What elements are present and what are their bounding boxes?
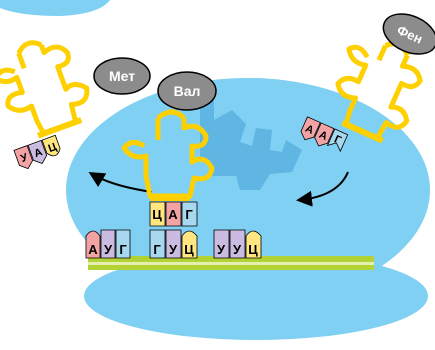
right-anticodon-base-3: Г xyxy=(332,133,343,147)
mrna-highlight xyxy=(88,262,374,265)
mrna-base-2-label: У xyxy=(104,242,113,257)
mrna-base-6-label: Ц xyxy=(184,242,194,257)
mrna-base-1-label: А xyxy=(88,242,98,257)
mrna-base-4-label: Г xyxy=(153,242,161,257)
mrna-base-9 xyxy=(245,230,262,259)
mrna-base-5 xyxy=(165,229,182,259)
mrna-base-7-label: У xyxy=(217,242,226,257)
mrna-base-3 xyxy=(115,229,131,259)
center-anticodon-base-1: Ц xyxy=(152,207,162,222)
mrna-base-6 xyxy=(181,230,198,259)
corner-shape xyxy=(0,0,110,16)
mrna-base-8-label: У xyxy=(233,242,242,257)
left-anticodon-base-1: У xyxy=(19,151,30,165)
mrna-base-2 xyxy=(100,229,116,259)
amino-acid-val: Вал xyxy=(157,71,217,111)
trna-right-anticodon: А А Г xyxy=(300,116,349,153)
trna-center-anticodon: Ц А Г xyxy=(149,201,198,227)
amino-acid-met: Мет xyxy=(93,57,151,95)
mrna-base-8 xyxy=(229,229,246,259)
center-anticodon-base-3: Г xyxy=(185,207,193,222)
amino-acid-val-label: Вал xyxy=(174,83,201,99)
amino-acid-phe: Фен xyxy=(382,13,435,55)
mrna-codons: А У Г Г У Ц У У Ц xyxy=(85,229,262,259)
mrna-base-7 xyxy=(213,229,230,259)
arrow-enter xyxy=(296,171,349,207)
ribosome-tunnel xyxy=(200,96,302,190)
mrna-base-1 xyxy=(85,230,101,259)
center-anticodon-base-2: А xyxy=(168,207,178,222)
mrna-base-9-label: Ц xyxy=(248,242,258,257)
trna-left-anticodon: У А Ц xyxy=(13,134,61,170)
mrna-base-3-label: Г xyxy=(119,242,127,257)
mrna-base-4 xyxy=(149,229,166,259)
left-anticodon-base-3: Ц xyxy=(47,141,59,155)
mrna-base-5-label: У xyxy=(169,242,178,257)
trna-center xyxy=(121,109,215,201)
left-anticodon-base-2: А xyxy=(33,146,45,160)
amino-acid-met-label: Мет xyxy=(109,68,135,84)
arrow-exit xyxy=(88,171,153,193)
ribosome-small-subunit xyxy=(84,252,428,340)
trna-left xyxy=(0,40,90,139)
